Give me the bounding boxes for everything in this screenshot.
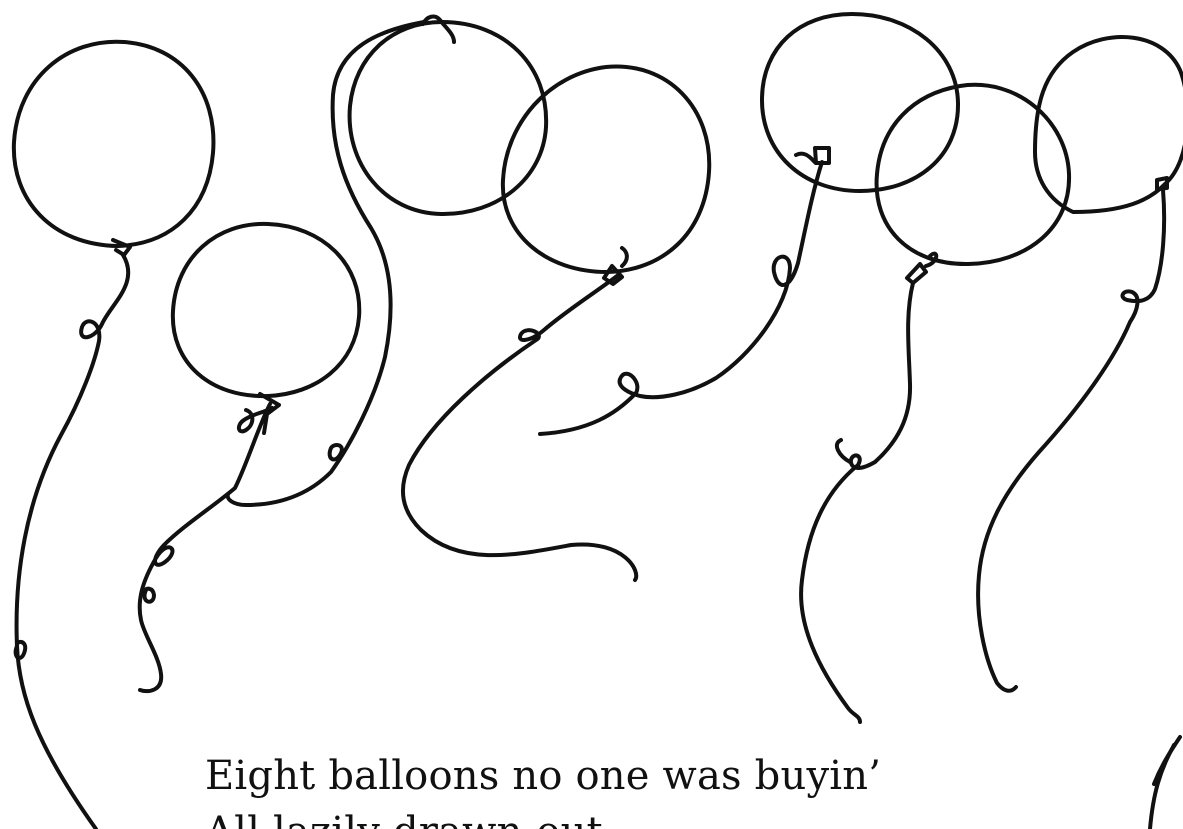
balloon-1 (11, 39, 216, 829)
balloon-5 (538, 12, 961, 436)
balloon-8 (1152, 735, 1182, 786)
balloon-2 (137, 221, 362, 694)
caption-line-2: All lazily drawn-out (205, 804, 965, 829)
balloon-4 (401, 64, 712, 582)
balloon-6 (799, 82, 1072, 724)
balloon-7 (976, 35, 1183, 829)
caption: Eight balloons no one was buyin’ All laz… (205, 748, 965, 829)
caption-line-1: Eight balloons no one was buyin’ (205, 753, 882, 799)
balloon-3 (225, 14, 549, 507)
